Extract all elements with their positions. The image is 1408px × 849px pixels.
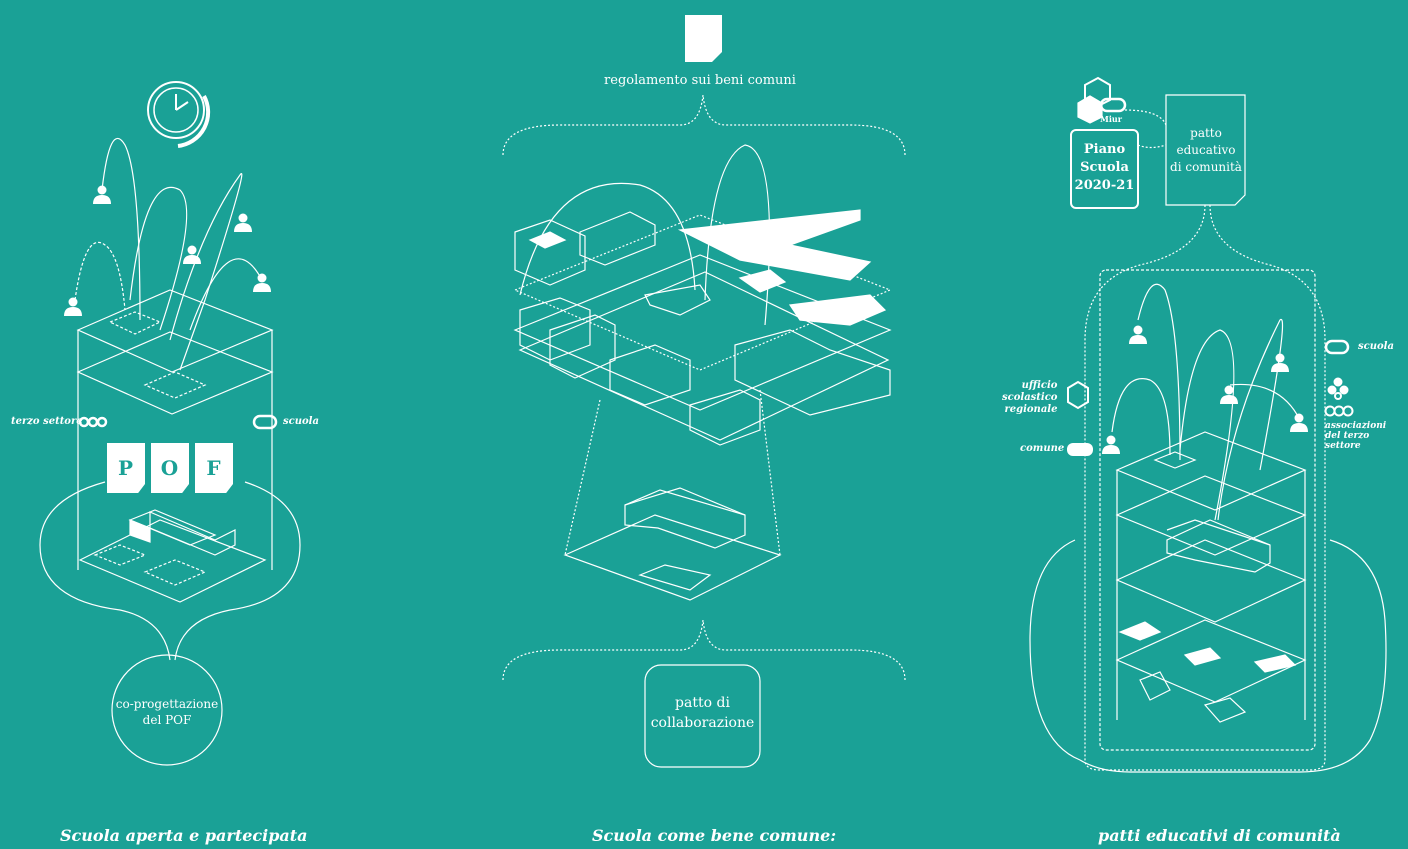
- caption-left: Scuola aperta e partecipata: [60, 826, 308, 845]
- patto-educativo-label: patto educativo di comunità: [1170, 126, 1242, 174]
- left-panel-drawing: [39, 81, 301, 766]
- document-icon: [685, 15, 722, 62]
- label-scuola-left: scuola: [283, 416, 319, 427]
- cycle-label: co-progettazione del POF: [115, 697, 219, 727]
- ufficio-icon: [1067, 380, 1089, 410]
- comune-icon: [1067, 443, 1093, 456]
- scuola-icon-right: [1324, 339, 1350, 355]
- associazioni-icon: [1324, 377, 1354, 417]
- left-people-icons: [64, 185, 271, 316]
- middle-panel-drawing: [502, 15, 906, 768]
- right-people-icons: [1102, 325, 1308, 454]
- piano-scuola-label: Piano Scuola 2020-21: [1074, 142, 1135, 193]
- terzo-settore-icon: [78, 416, 108, 428]
- pof-card-f: F: [195, 443, 233, 493]
- patto-collaborazione-label: patto di collaborazione: [650, 695, 755, 731]
- regolamento-label: regolamento sui beni comuni: [604, 73, 796, 88]
- pof-card-p: P: [107, 443, 145, 493]
- label-associazioni: associazioni del terzo settore: [1325, 421, 1387, 451]
- caption-right: patti educativi di comunità: [1098, 826, 1341, 845]
- label-scuola-right: scuola: [1358, 341, 1394, 352]
- miur-label: Miur: [1100, 114, 1122, 124]
- caption-middle: Scuola come bene comune:: [592, 826, 837, 845]
- label-ufficio: ufficio scolastico regionale: [1002, 380, 1058, 415]
- label-comune: comune: [1020, 443, 1065, 454]
- clock-icon: [147, 81, 211, 148]
- label-terzo-settore: terzo settore: [11, 416, 83, 427]
- right-panel-drawing: [1029, 76, 1387, 773]
- pof-card-o: O: [151, 443, 189, 493]
- scuola-icon: [252, 414, 278, 430]
